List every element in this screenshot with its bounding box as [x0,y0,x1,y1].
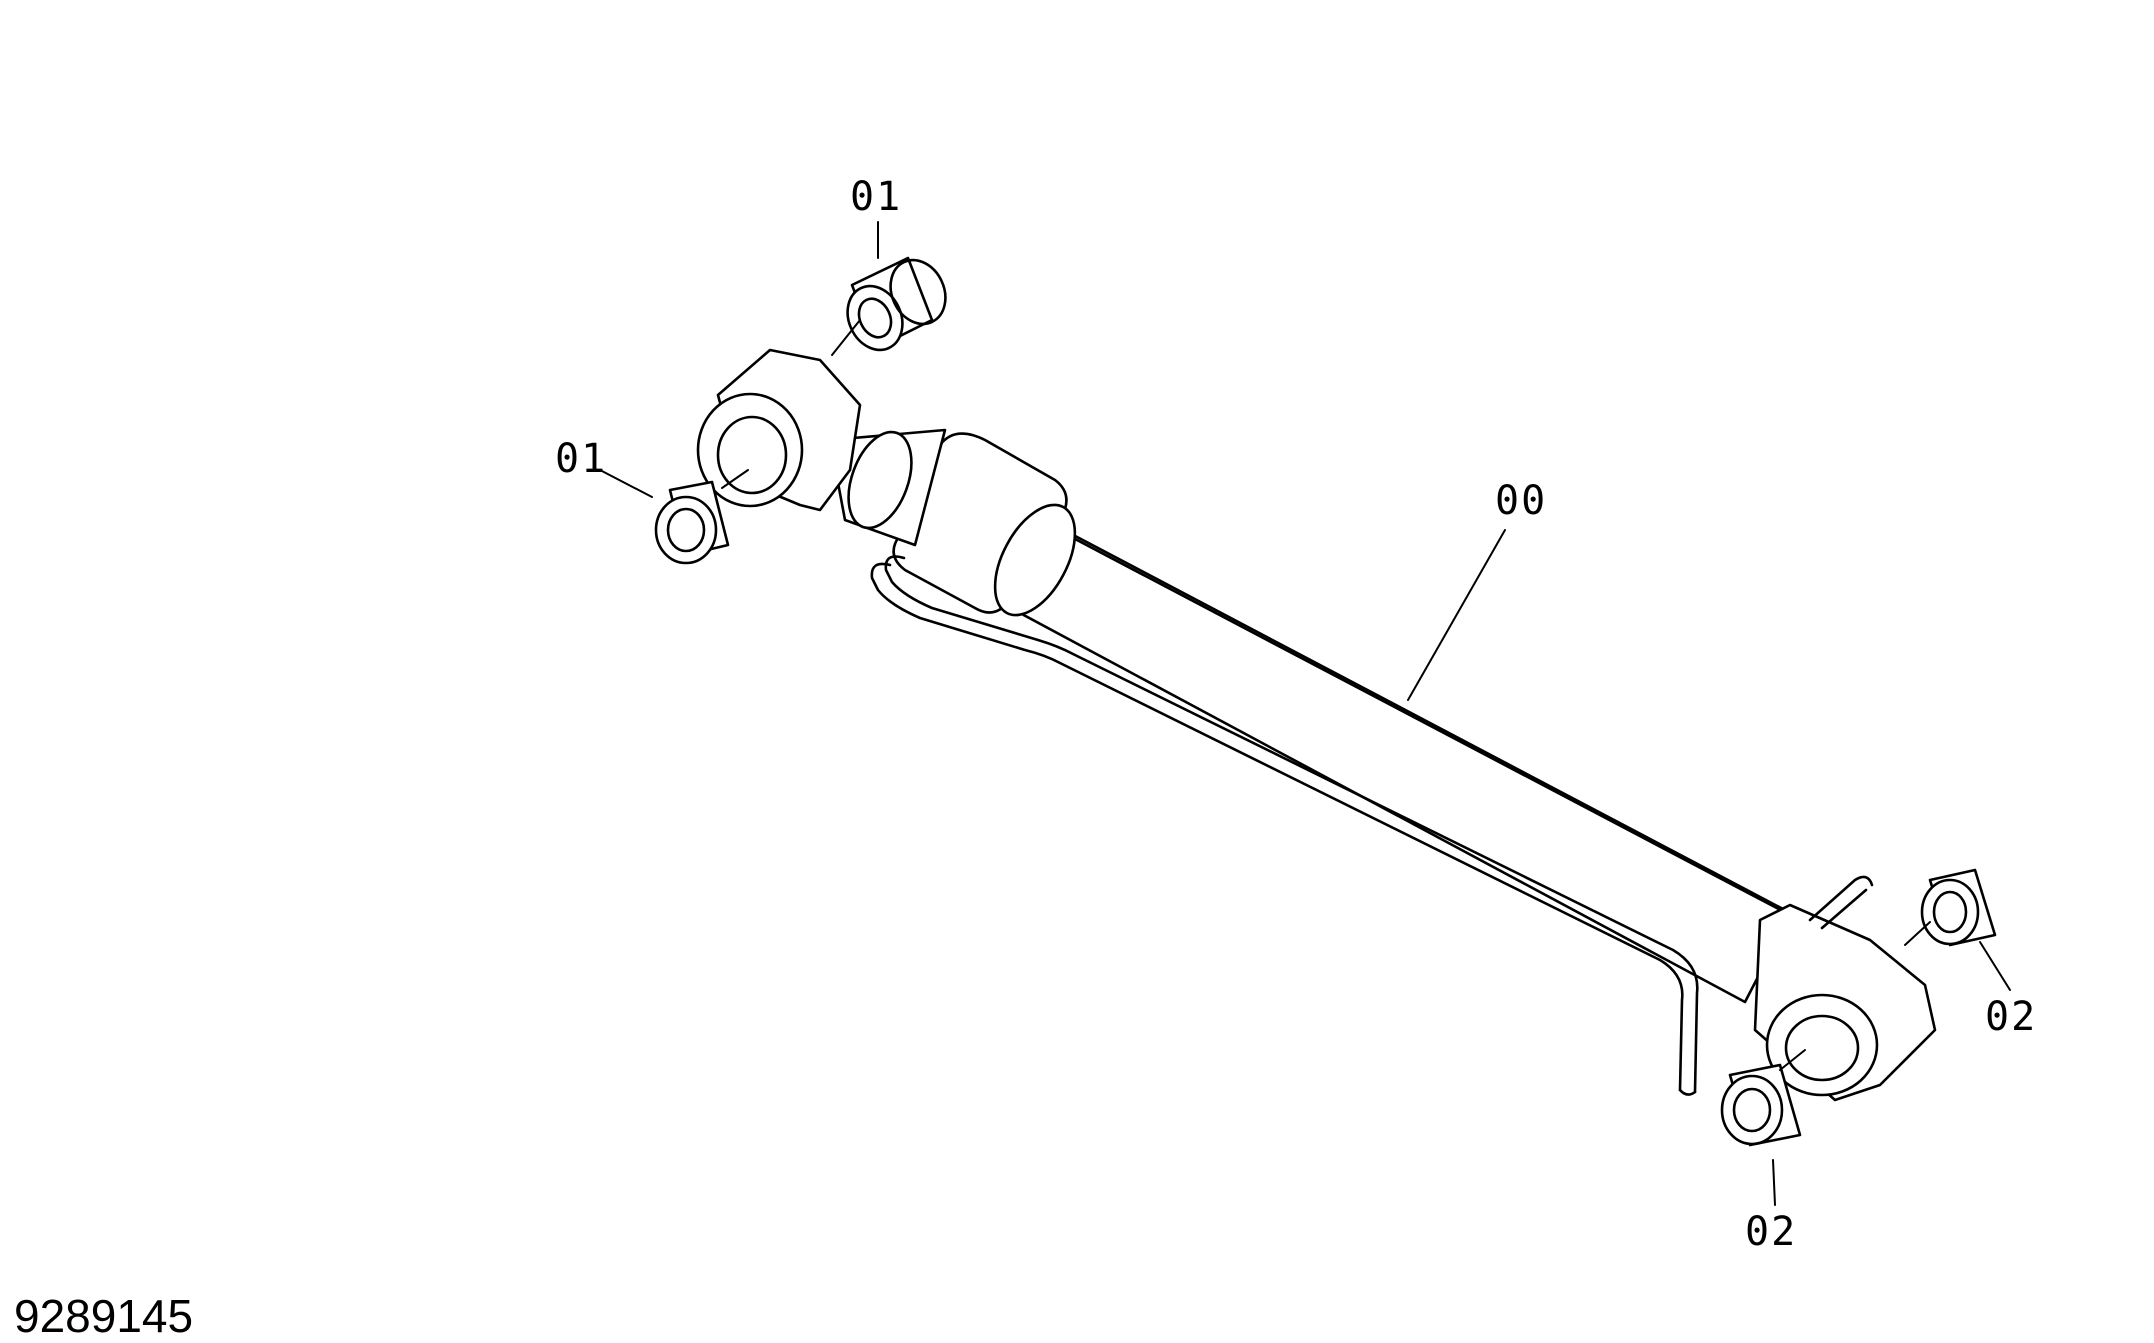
leader-01-lower [599,469,653,498]
leader-02-lower [1772,1159,1776,1206]
drawing-number: 9289145 [14,1290,193,1342]
hydraulic-pipe-inner [884,555,1699,1094]
bushing-02-lower [1720,1063,1802,1147]
bushing-01-upper [846,256,947,352]
head-end-bore [1784,1014,1860,1082]
bushing-01-lower [654,480,730,565]
callout-01-lower: 01 [555,436,607,482]
cylinder-tube [1003,508,1792,1004]
leader-01-lower-to-eye [721,469,749,489]
leader-00 [1407,529,1506,701]
cylinder-assembly [696,348,1937,1102]
leader-02-right-to-clevis [1904,921,1931,946]
leader-01-upper-to-eye [831,319,861,356]
callout-00: 00 [1495,478,1547,524]
piston-rod-collar [847,430,913,530]
leader-02-right [1979,941,2011,991]
head-end-pipe-inner [1820,888,1868,930]
callout-02-right: 02 [1985,994,2037,1040]
hydraulic-pipe-end-cap [1678,1088,1697,1096]
head-end-pipe [1808,875,1874,922]
callout-01-upper: 01 [850,174,902,220]
leader-02-lower-to-clevis [1779,1049,1806,1071]
cylinder-gland-face [993,503,1077,617]
cylinder-tube-edge [1058,526,1802,920]
rod-eye-bore [716,415,788,495]
bushing-02-right [1920,868,1997,947]
callout-02-lower: 02 [1745,1209,1797,1255]
hydraulic-pipe [870,562,1684,1092]
